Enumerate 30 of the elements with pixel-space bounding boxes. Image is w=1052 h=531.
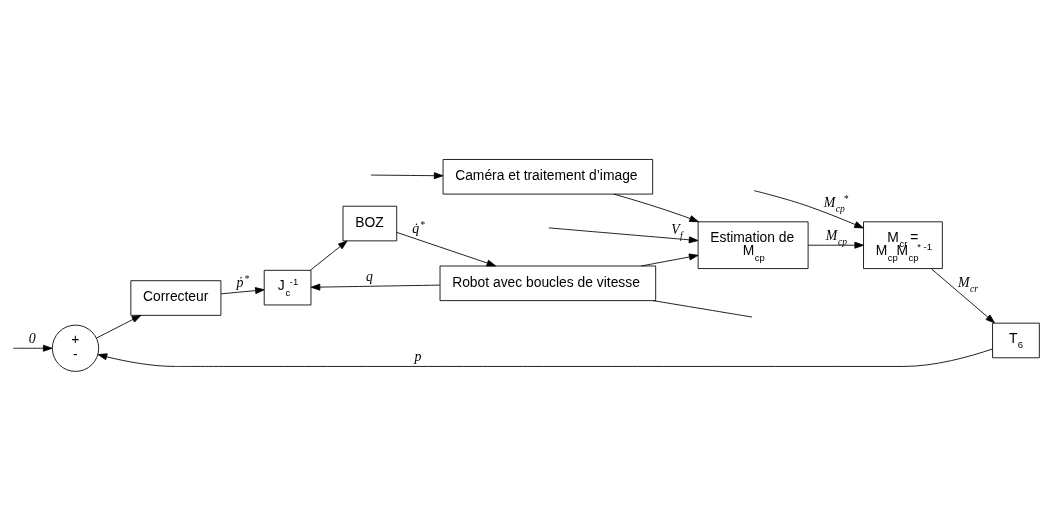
arrow: [220, 287, 265, 295]
edge-label: q̇$^{*}$: [412, 219, 425, 236]
arrow: [310, 240, 348, 271]
node-box: Caméra et traitement d’image: [442, 159, 654, 195]
edge-label: V$_{f}$: [671, 221, 683, 241]
edge-label: M$_{cp}$: [825, 227, 847, 247]
edge-label: ṗ$^{*}$: [236, 273, 250, 290]
arrow: [640, 253, 699, 267]
arrow: [97, 348, 993, 367]
node-circle: + -: [51, 324, 100, 372]
edge-label: p: [414, 349, 422, 365]
node-box: BOZ: [342, 205, 398, 242]
arrow: [807, 241, 864, 249]
node-box: Robot avec boucles de vitesse: [439, 265, 657, 302]
edge-label: q: [365, 268, 373, 284]
node-box: Estimation de M$_{cp}$: [697, 221, 809, 270]
edge-label: M$_{cr}$: [957, 275, 978, 295]
connector: [652, 300, 753, 318]
arrow: [930, 268, 995, 324]
arrow: [96, 315, 142, 339]
arrow: [753, 190, 864, 229]
node-box: Correcteur: [130, 280, 222, 316]
arrow: [613, 193, 699, 223]
edge-label: 0: [28, 330, 36, 346]
arrow: [12, 344, 53, 352]
arrow: [396, 231, 497, 267]
arrow: [370, 172, 444, 180]
arrow: [310, 283, 441, 291]
arrow: [548, 227, 699, 244]
node-box: T$_{6}$: [992, 322, 1040, 359]
